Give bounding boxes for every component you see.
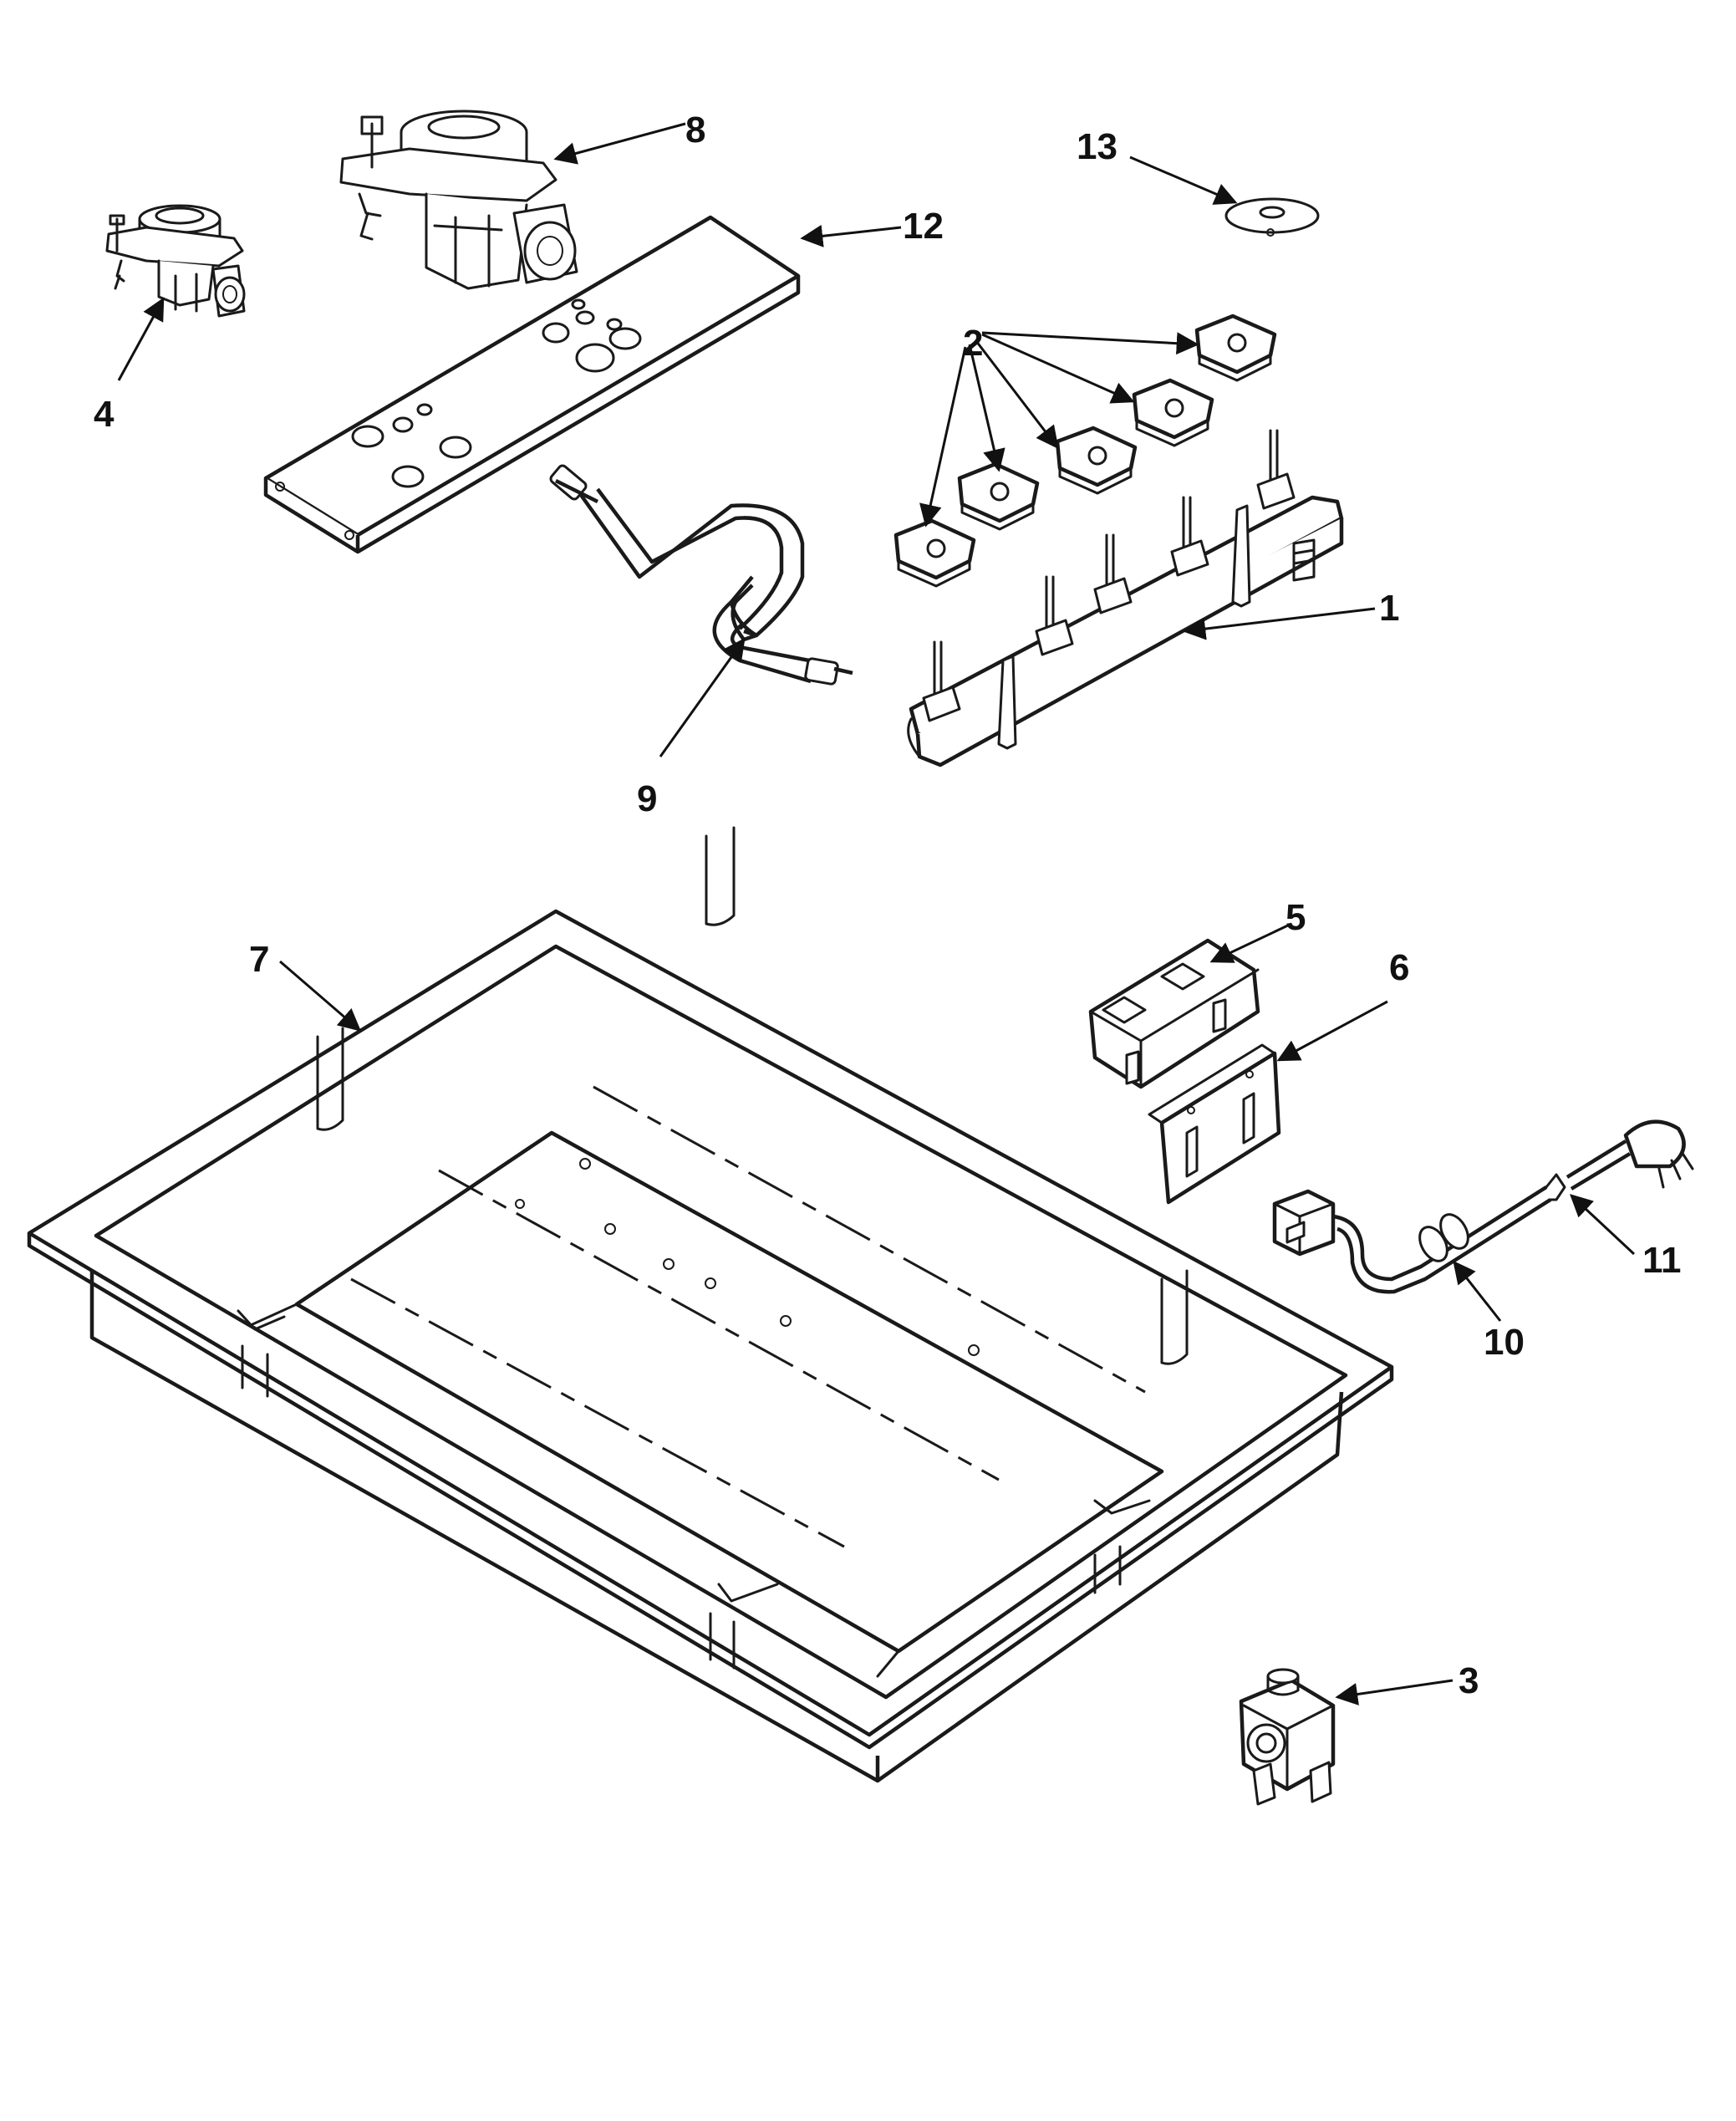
callout-12: 12 [903,206,944,247]
clips-part [893,314,1277,588]
callout-3: 3 [1459,1660,1479,1701]
callout-8: 8 [685,110,705,150]
small-valve-part [105,204,246,318]
callout-4: 4 [94,394,115,435]
bracket-plate-part [1148,1043,1281,1205]
callout-2: 2 [963,323,983,364]
callout-arrows [117,122,1636,1705]
regulator-part [1239,1668,1336,1806]
manifold-part [907,429,1344,767]
power-cord-part [1272,1119,1694,1294]
callout-11: 11 [1642,1240,1682,1281]
control-panel-bar [263,215,801,554]
callout-6: 6 [1389,947,1409,988]
callout-9: 9 [637,778,657,819]
callout-10: 10 [1484,1322,1525,1363]
callout-labels: 1 2 3 4 5 6 7 8 9 10 11 12 13 [94,110,1682,1701]
callout-1: 1 [1379,588,1399,629]
callout-13: 13 [1077,126,1117,167]
callout-7: 7 [249,939,269,980]
gas-tube-part [549,464,853,686]
large-valve-part [339,110,578,290]
cooktop-tray-part [27,826,1394,1783]
callout-5: 5 [1285,897,1306,938]
spark-module-part [1088,938,1260,1089]
washer-part [1224,197,1320,237]
